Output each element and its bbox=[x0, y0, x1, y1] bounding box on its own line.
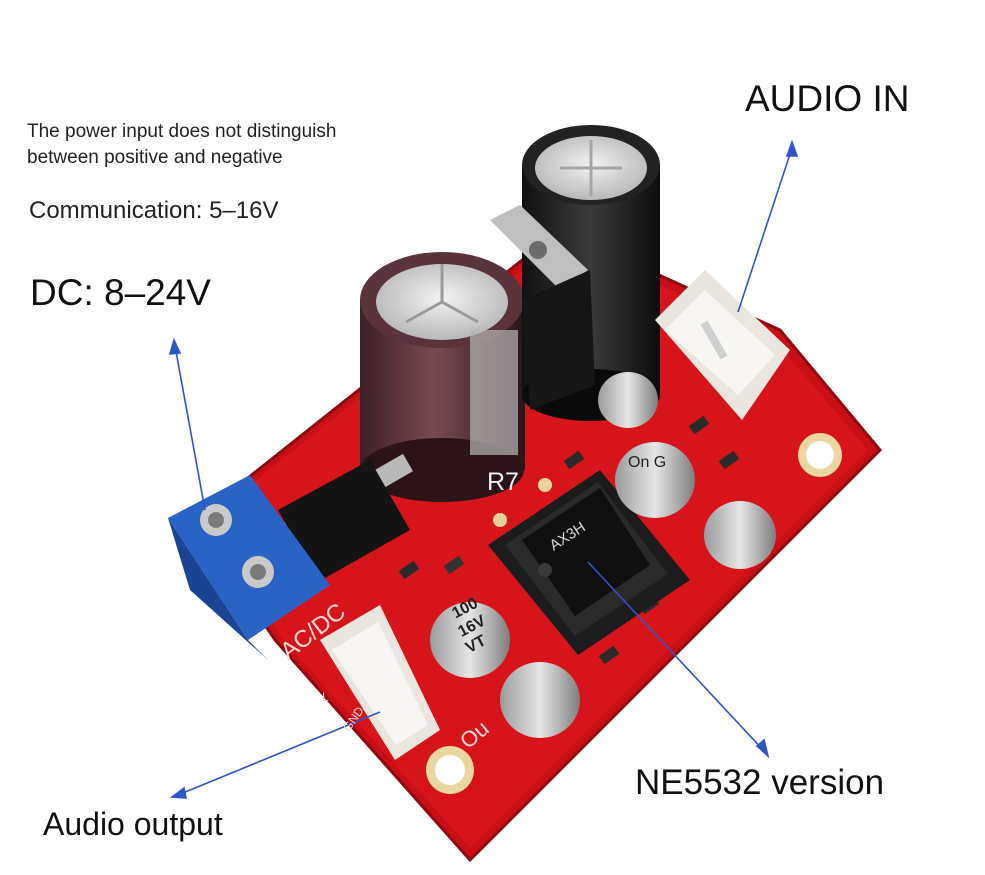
bridge-rectifier bbox=[273, 453, 413, 582]
communication-voltage: Communication: 5–16V bbox=[29, 197, 279, 224]
dc-voltage-range: DC: 8–24V bbox=[30, 272, 211, 313]
large-capacitor bbox=[360, 252, 525, 502]
audio-in-connector bbox=[655, 270, 790, 420]
power-note-line1: The power input does not distinguish bbox=[27, 121, 337, 142]
terminal-block bbox=[168, 475, 330, 660]
l-label: L bbox=[322, 690, 329, 704]
on-g-label: On G bbox=[628, 454, 667, 471]
r7-label: R7 bbox=[487, 468, 519, 496]
audio-in-label: AUDIO IN bbox=[745, 78, 910, 119]
chip-version-label: NE5532 version bbox=[635, 763, 885, 802]
smd-capacitors bbox=[430, 372, 776, 738]
audio-output-label: Audio output bbox=[43, 806, 223, 842]
audio-output-connector bbox=[320, 605, 440, 760]
power-note-line2: between positive and negative bbox=[27, 147, 283, 168]
regulator bbox=[490, 205, 595, 410]
annotation-arrows bbox=[168, 139, 799, 799]
mount-holes bbox=[426, 433, 842, 794]
